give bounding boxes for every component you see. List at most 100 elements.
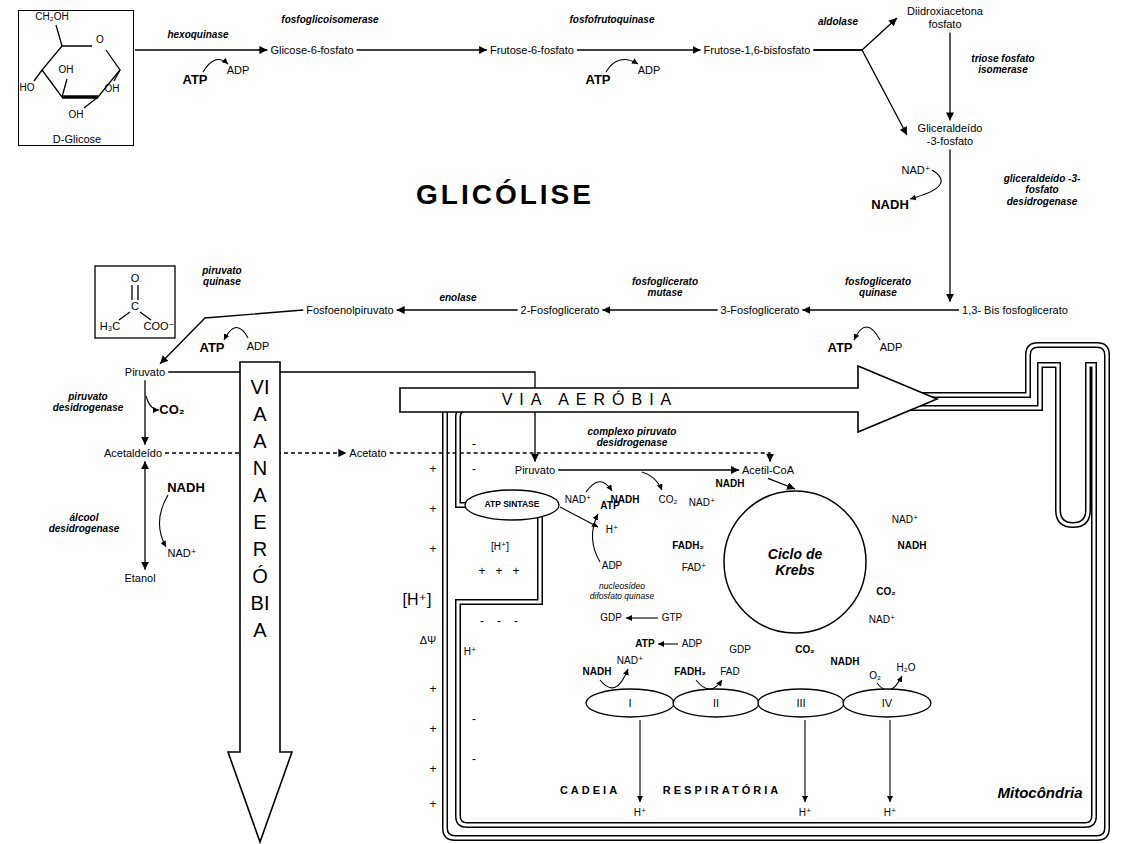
- node-text: III: [796, 697, 805, 710]
- label: O: [131, 272, 140, 285]
- glucose-structure: [34, 25, 120, 108]
- cofactor-arrow: [642, 472, 662, 490]
- label: ATP: [827, 341, 852, 356]
- enzyme-label: piruvato desidrogenase: [52, 391, 124, 414]
- label: -: [472, 713, 476, 727]
- label: ADP: [638, 64, 661, 77]
- label: CO₂: [159, 403, 184, 418]
- complex-III: III: [757, 688, 845, 718]
- label: ATP: [600, 500, 619, 512]
- label: NADH: [898, 540, 927, 552]
- label: [H⁺]: [403, 591, 432, 609]
- label: NAD⁺: [167, 547, 196, 560]
- atp-synthase: ATP SINTASE: [464, 489, 560, 521]
- cofactor-arrow: [658, 643, 678, 644]
- label: ATP: [635, 638, 654, 650]
- arrow-outline: [400, 366, 937, 432]
- label: RESPIRATÓRIA: [663, 784, 781, 797]
- node-text: Etanol: [124, 572, 155, 585]
- anaerobic-arrow: VIA ANAERÓBIA: [228, 362, 292, 842]
- label: -: [472, 753, 476, 767]
- reaction-arrow: [577, 49, 701, 50]
- label: H₃C: [100, 320, 120, 333]
- membrane: [445, 345, 1107, 838]
- enzyme-label: fosfoglicerato mutase: [625, 276, 705, 299]
- label: +: [429, 723, 436, 737]
- label: +: [429, 763, 436, 777]
- enzyme-label: fosfoglicerato quinase: [838, 276, 918, 299]
- enzyme-label: aldolase: [818, 16, 858, 28]
- cofactor-arrow: [696, 680, 722, 689]
- aerobic-arrow: VIA AERÓBIA: [400, 366, 937, 432]
- node-text: Piruvato: [515, 464, 555, 477]
- label: C: [131, 300, 139, 313]
- label: H⁺: [884, 807, 897, 819]
- label: CO₂: [659, 494, 678, 506]
- label: COO⁻: [144, 320, 175, 333]
- label: O₂: [869, 670, 881, 682]
- node-text: Diidroxiacetona fosfato: [900, 5, 990, 30]
- reaction-arrow: [144, 461, 145, 569]
- metabolite: Glicose-6-fosfato: [268, 43, 355, 58]
- ellipse-outline: [673, 689, 759, 717]
- label: ΔΨ: [420, 634, 437, 647]
- bond: [84, 97, 98, 108]
- reaction-arrow: [397, 309, 518, 310]
- label: NAD⁺: [869, 614, 895, 626]
- reaction-arrow: [168, 372, 535, 462]
- membrane-lumen: [458, 365, 1094, 825]
- node-text: Fosfoenolpiruvato: [306, 304, 393, 317]
- double-bond: [132, 285, 138, 300]
- label: FAD: [720, 666, 739, 678]
- label: ADP: [247, 340, 270, 353]
- reaction-arrow: [135, 49, 267, 50]
- bond: [34, 70, 42, 81]
- label: NADH: [871, 198, 909, 213]
- enzyme-label: gliceraldeído -3-fosfato desidrogenase: [995, 173, 1090, 208]
- node-text: Acetil-CoA: [742, 464, 794, 477]
- label: NAD⁺: [689, 497, 715, 509]
- node-text: 2-Fosfoglicerato: [521, 304, 600, 317]
- bond: [114, 70, 120, 81]
- proton-flow-arrow: [560, 507, 598, 527]
- metabolite: Acetil-CoA: [740, 463, 796, 478]
- enzyme-label: triose fosfato isomerase: [964, 53, 1042, 76]
- label: +: [429, 463, 436, 477]
- node-text: Acetato: [349, 447, 386, 460]
- metabolite: Gliceraldeído -3-fosfato: [908, 121, 992, 148]
- label: FADH₂: [672, 540, 704, 552]
- enzyme-label: fosfoglicoisomerase: [281, 14, 378, 26]
- node-text: Mitocôndria: [998, 784, 1083, 801]
- glucose-box: D-Glicose: [18, 10, 134, 146]
- reaction-arrow: [602, 309, 717, 310]
- title: GLICÓLISE: [416, 179, 594, 211]
- label: HO: [20, 82, 35, 94]
- label: [H⁺]: [491, 541, 509, 553]
- cofactor-arrow: [606, 60, 638, 73]
- label: GTP: [662, 612, 683, 624]
- metabolite: Acetato: [347, 446, 388, 461]
- label: -: [480, 615, 484, 629]
- label: -: [497, 615, 501, 629]
- cofactor-arrow: [626, 617, 658, 618]
- node-text: I: [628, 697, 631, 710]
- node-text: Ciclo de Krebs: [760, 546, 830, 578]
- label: +: [495, 565, 502, 579]
- metabolite: Acetaldeído: [102, 446, 164, 461]
- label: O: [96, 34, 104, 46]
- circle-outline: [724, 491, 866, 633]
- enzyme-label: complexo piruvato desidrogenase: [575, 426, 690, 449]
- label: FADH₂: [674, 666, 706, 678]
- node-text: Frutose-6-fosfato: [490, 44, 574, 57]
- label: H₂O: [897, 662, 916, 674]
- node-text: 1,3- Bis fosfoglicerato: [962, 304, 1068, 317]
- label: OH: [69, 109, 84, 121]
- label: ADP: [227, 64, 250, 77]
- label: NAD⁺: [901, 164, 930, 177]
- enzyme-label: álcool desidrogenase: [48, 512, 120, 535]
- mitochondrion: Mitocôndria Piruvato Acetil-CoA Ciclo de Kr…: [440, 340, 1112, 840]
- metabolite: 3-Fosfoglicerato: [719, 303, 802, 318]
- enzyme-label: hexoquinase: [167, 29, 228, 41]
